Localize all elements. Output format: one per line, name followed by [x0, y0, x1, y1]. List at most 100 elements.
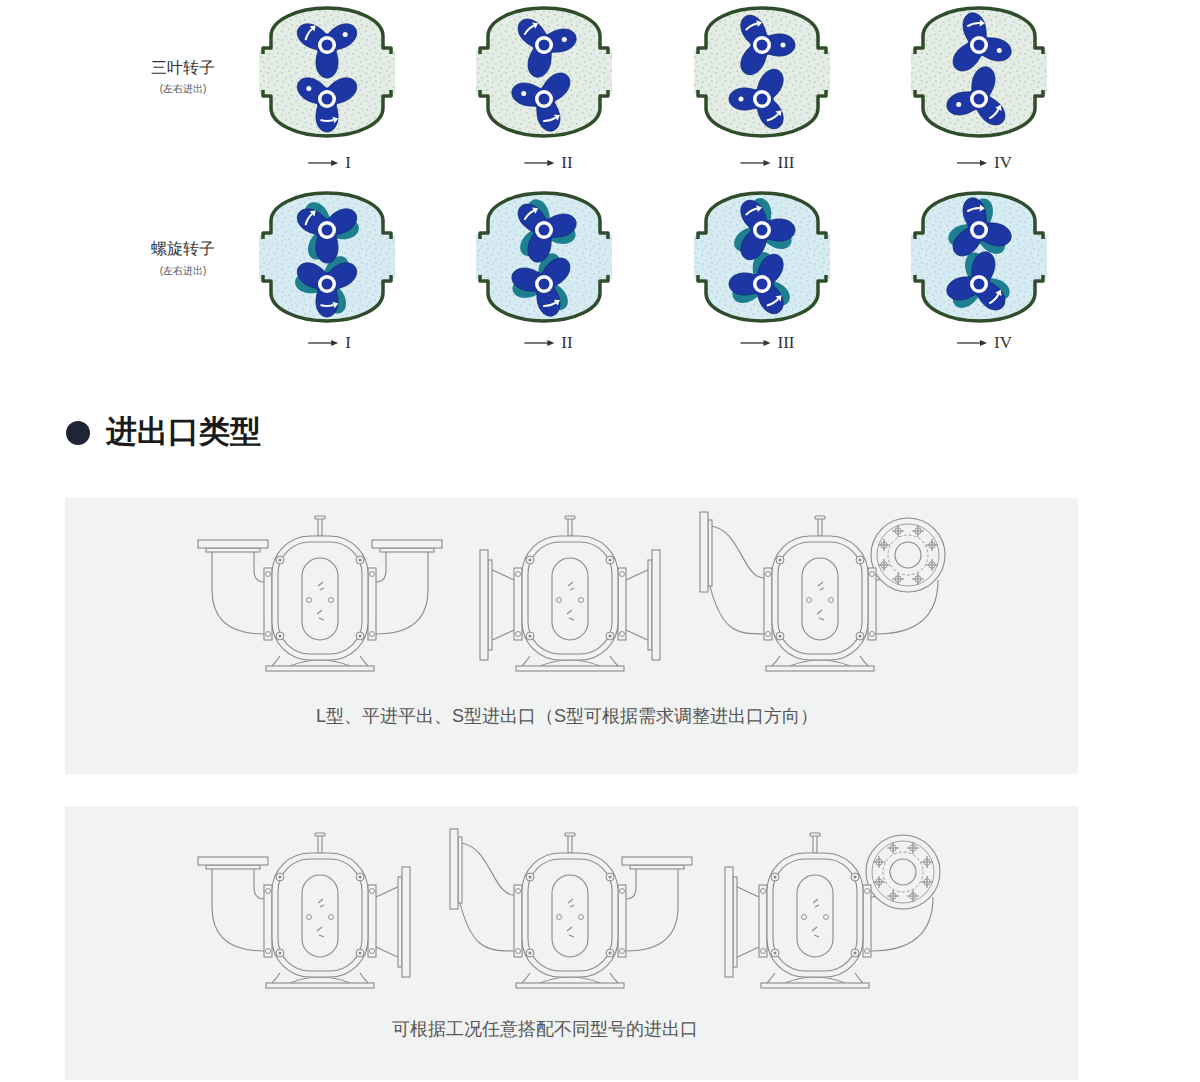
rotor-hub	[535, 275, 553, 293]
flow-arrow	[741, 160, 771, 166]
pipe-hub	[206, 548, 260, 552]
cover-bolt	[529, 635, 532, 638]
rotor-bolt	[562, 37, 567, 42]
pump-cover-rim	[773, 859, 857, 971]
cover-bolt	[854, 876, 857, 879]
flange-bolt	[620, 632, 625, 637]
cover-window	[552, 558, 588, 640]
stage-numeral: III	[778, 333, 795, 353]
logo-mark	[317, 899, 324, 937]
cover-bolt	[279, 952, 282, 955]
flange-bolt	[516, 572, 521, 577]
rotor-shaft	[974, 40, 985, 51]
pipe-hub	[206, 865, 260, 869]
rotation-arrow-head	[980, 205, 985, 212]
helical-rotor-pump	[476, 193, 612, 321]
window-screw	[329, 915, 334, 920]
cover-bolt	[276, 873, 284, 881]
rotor	[729, 69, 783, 128]
pipe-hub	[488, 560, 492, 650]
side-flange	[618, 568, 626, 640]
vent-cap	[315, 833, 325, 836]
rotation-arrow-head	[310, 25, 316, 31]
rotor-hub	[535, 36, 553, 54]
rotation-arrow	[746, 24, 757, 31]
pump-cover	[522, 853, 618, 977]
bolt-centerline	[887, 842, 899, 854]
flange-bolt	[370, 889, 375, 894]
rotor-hub	[535, 90, 553, 108]
flow-arrow	[957, 160, 987, 166]
cover-bolt	[609, 952, 612, 955]
cover-bolt	[776, 632, 784, 640]
cover-bolt	[776, 556, 784, 564]
rotor-bolt	[343, 32, 348, 37]
pipe-flange	[622, 857, 692, 865]
flow-arrow	[308, 340, 338, 346]
window-screw	[307, 915, 312, 920]
flow-arrow	[980, 160, 987, 166]
flow-arrow	[741, 342, 766, 343]
pipe-flange	[198, 540, 268, 548]
cover-bolt	[771, 873, 779, 881]
pump-casing	[480, 90, 608, 136]
bolt-centerline	[926, 539, 938, 551]
pump-casing	[480, 193, 608, 239]
rotation-arrow-head	[310, 210, 316, 216]
pipe-hub	[708, 520, 712, 586]
bolt-centerline	[921, 856, 933, 868]
rotation-arrow-head	[332, 302, 338, 309]
bolt-centerline	[878, 539, 890, 551]
port-pipe	[480, 550, 514, 660]
pump-casing	[915, 90, 1043, 136]
rotor	[947, 252, 1005, 310]
flange-bolt	[620, 949, 625, 954]
pump-cover-rim	[778, 542, 862, 654]
flange-bolt	[766, 632, 771, 637]
figure-panel: L型、平进平出、S型进出口（S型可根据需求调整进出口方向）	[65, 498, 1078, 774]
flange-ring	[883, 852, 923, 892]
flow-arrow	[524, 162, 549, 163]
pump-cover	[522, 536, 618, 660]
cover-bolt	[526, 873, 534, 881]
pump-base	[761, 983, 869, 988]
pump-cover-rim	[278, 859, 362, 971]
rotor	[729, 254, 783, 313]
flow-arrow	[524, 340, 554, 346]
panel-caption: 可根据工况任意搭配不同型号的进出口	[392, 1019, 698, 1041]
rotor	[518, 204, 576, 262]
flow-note: (左右进出)	[160, 265, 207, 277]
pump-casing	[263, 8, 391, 54]
cover-bolt	[606, 873, 614, 881]
rotation-arrow	[320, 119, 333, 122]
three-lobe-rotor-pump	[476, 8, 612, 136]
pipe-flange	[652, 550, 660, 660]
s-pipe	[458, 843, 514, 895]
elbow-pipe	[376, 548, 428, 634]
side-flange	[868, 568, 876, 640]
port-pipe	[866, 835, 940, 951]
rotation-arrow	[543, 118, 556, 121]
pipe-flange	[402, 867, 410, 977]
flow-note: (左右进出)	[160, 83, 207, 95]
cover-bolt	[529, 559, 532, 562]
pump-casing	[915, 8, 1043, 54]
three-lobe-rotor-pump	[259, 8, 395, 136]
side-flange	[514, 568, 522, 640]
pump-cover-rim	[528, 542, 612, 654]
bolt-centerline	[907, 842, 919, 854]
elbow-pipe	[212, 548, 264, 634]
cover-bolt	[854, 952, 857, 955]
rotor-shaft	[757, 94, 768, 105]
cover-bolt	[356, 873, 364, 881]
cover-bolt	[606, 632, 614, 640]
pump-base	[516, 666, 624, 671]
side-flange	[759, 885, 767, 957]
flow-arrow	[308, 342, 333, 343]
rotation-arrow	[306, 29, 313, 40]
rotation-arrow-head	[756, 205, 762, 212]
port-pipe	[622, 857, 692, 951]
cover-bolt	[359, 876, 362, 879]
pump-base	[766, 666, 874, 671]
